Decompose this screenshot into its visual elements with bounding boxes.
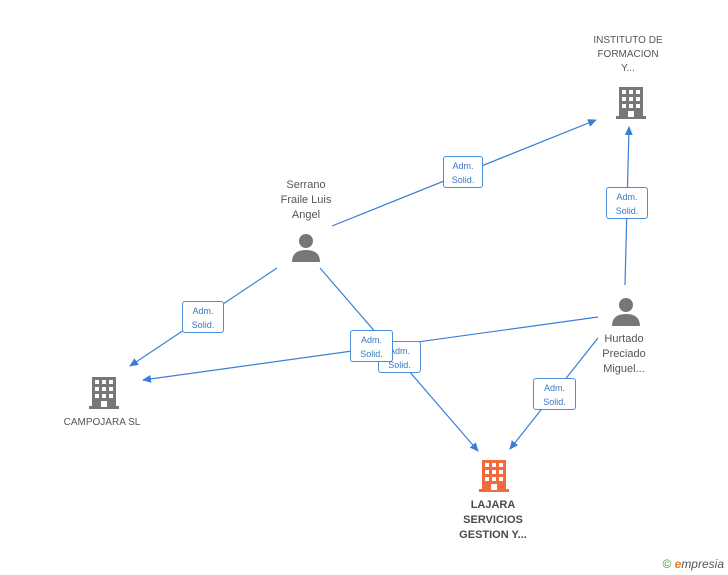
edge-badge-line1: Adm. <box>360 335 382 345</box>
edge-badge-line1: Adm. <box>452 161 474 171</box>
edge-badge-line2: Solid. <box>388 360 411 370</box>
edge-badge-serrano-campojara: Adm. Solid. <box>182 301 224 333</box>
edge-badge-line1: Adm. <box>543 383 565 393</box>
person-icon-serrano[interactable] <box>292 234 320 262</box>
node-label-hurtado[interactable]: Hurtado Preciado Miguel... <box>602 333 646 375</box>
node-label-lajara[interactable]: LAJARA SERVICIOS GESTION Y... <box>459 499 527 541</box>
copyright-icon: © <box>662 557 672 571</box>
node-label-campojara[interactable]: CAMPOJARA SL <box>63 417 141 428</box>
building-icon-instituto[interactable] <box>616 87 646 119</box>
person-icon-hurtado[interactable] <box>612 298 640 326</box>
brand-initial: e <box>674 557 682 571</box>
edge-badge-hurtado-lajara: Adm. Solid. <box>533 378 576 410</box>
edge-badge-line1: Adm. <box>192 306 214 316</box>
building-icon-lajara[interactable] <box>479 460 509 492</box>
node-label-instituto[interactable]: INSTITUTO DE FORMACION Y... <box>593 35 663 74</box>
edge-badge-line2: Solid. <box>615 206 639 216</box>
edge-badge-line2: Solid. <box>191 320 215 330</box>
edge-badge-hurtado-campojara: Adm. Solid. <box>350 330 393 362</box>
brand-logo: empresia <box>675 557 724 571</box>
node-label-serrano[interactable]: Serrano Fraile Luis Angel <box>280 179 332 221</box>
edge-badge-line1: Adm. <box>616 192 638 202</box>
edge-badge-line2: Solid. <box>451 175 475 185</box>
building-icon-campojara[interactable] <box>89 377 119 409</box>
edge-badge-hurtado-instituto: Adm. Solid. <box>606 187 648 219</box>
edge-badge-line2: Solid. <box>360 349 383 359</box>
edge-badge-line2: Solid. <box>543 397 566 407</box>
brand-footer[interactable]: © empresia <box>662 557 724 571</box>
edge-badge-line1: Adm. <box>388 346 410 356</box>
brand-rest: mpresia <box>681 557 724 571</box>
edge-badge-serrano-instituto: Adm. Solid. <box>443 156 483 188</box>
